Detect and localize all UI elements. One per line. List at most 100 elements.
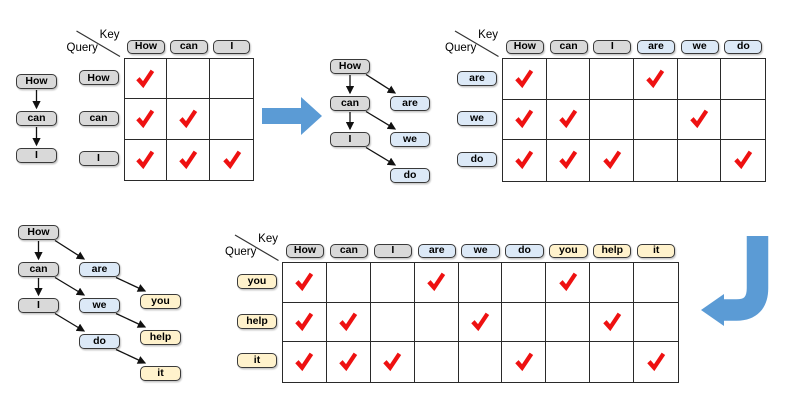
edge-arrow-can-we xyxy=(54,276,86,296)
token-label: How xyxy=(338,60,362,73)
token-label: are xyxy=(91,263,108,276)
token-label: are xyxy=(428,244,445,257)
grid-cell-you-you xyxy=(546,263,591,303)
key-token-do: do xyxy=(505,243,544,258)
grid-cell-you-I xyxy=(370,263,415,303)
token-label: can xyxy=(340,97,360,110)
attention-grid-2 xyxy=(502,58,767,182)
key-token-can: can xyxy=(170,39,208,54)
token-label: it xyxy=(652,244,660,257)
query-axis-label: Query xyxy=(445,42,477,54)
edge-arrow-do-it xyxy=(115,348,147,364)
token-label: How xyxy=(513,40,536,53)
checkmark-icon xyxy=(515,151,534,170)
attention-grid-3 xyxy=(282,262,680,383)
edge-arrow-are-you xyxy=(115,276,147,292)
key-token-are: are xyxy=(417,243,456,258)
key-token-I: I xyxy=(213,39,251,54)
token-label: I xyxy=(348,133,352,146)
grid-cell-help-help xyxy=(590,302,635,342)
key-token-we: we xyxy=(680,39,719,54)
checkmark-icon xyxy=(515,69,534,88)
grid-cell-it-do xyxy=(502,342,547,382)
grid-cell-do-can xyxy=(547,140,591,181)
token-label: you xyxy=(559,244,578,257)
token-label: we xyxy=(469,112,484,125)
grid-cell-are-I xyxy=(590,59,635,100)
grid-cell-do-do xyxy=(721,140,765,181)
token-label: do xyxy=(403,169,417,182)
token-label: help xyxy=(246,314,268,327)
checkmark-icon xyxy=(179,109,198,129)
token-box-help: help xyxy=(140,330,181,345)
token-label: are xyxy=(402,97,418,110)
edge-arrow-we-help xyxy=(115,312,147,328)
grid-cell-How-can xyxy=(167,59,211,100)
grid-cell-you-can xyxy=(326,263,371,303)
key-token-I: I xyxy=(373,243,412,258)
checkmark-icon xyxy=(690,110,709,129)
token-box-can: can xyxy=(330,96,370,111)
token-box-can: can xyxy=(16,111,57,126)
grid-cell-it-it xyxy=(634,342,678,382)
grid-cell-are-How xyxy=(503,59,547,100)
token-label: do xyxy=(470,153,484,166)
token-box-i: I xyxy=(18,298,59,313)
query-token-it: it xyxy=(237,353,277,369)
token-label: can xyxy=(29,263,48,276)
token-label: can xyxy=(339,244,358,257)
grid-cell-we-How xyxy=(503,99,547,141)
checkmark-icon xyxy=(515,110,534,129)
token-label: I xyxy=(610,40,614,53)
token-box-it: it xyxy=(140,366,181,381)
checkmark-icon xyxy=(515,352,534,371)
token-box-do: do xyxy=(390,168,430,183)
checkmark-icon xyxy=(559,151,578,170)
grid-cell-we-are xyxy=(634,99,678,141)
token-box-how: How xyxy=(330,59,370,74)
checkmark-icon xyxy=(647,352,666,371)
token-label: we xyxy=(402,133,417,146)
grid-cell-can-I xyxy=(210,99,254,140)
token-label: I xyxy=(97,152,100,165)
token-box-are: are xyxy=(390,96,430,111)
grid-cell-it-we xyxy=(459,342,503,382)
token-label: How xyxy=(27,226,50,239)
grid-cell-I-How xyxy=(125,139,168,180)
query-token-help: help xyxy=(237,313,277,329)
grid-cell-help-you xyxy=(546,302,591,342)
attention-grid-1 xyxy=(123,58,255,181)
checkmark-icon xyxy=(646,69,665,88)
token-label: can xyxy=(27,112,46,125)
checkmark-icon xyxy=(179,150,198,169)
key-token-help: help xyxy=(593,243,632,258)
grid-cell-How-How xyxy=(124,59,168,100)
token-label: help xyxy=(601,244,624,257)
token-label: we xyxy=(692,40,707,53)
grid-cell-help-can xyxy=(326,302,371,342)
checkmark-icon xyxy=(602,151,621,170)
grid-cell-it-you xyxy=(546,342,591,382)
axis-divider-line xyxy=(454,30,499,58)
token-label: can xyxy=(179,40,198,53)
checkmark-icon xyxy=(136,109,155,129)
token-box-how: How xyxy=(18,225,59,240)
token-label: can xyxy=(559,40,578,53)
query-token-we: we xyxy=(457,111,497,127)
token-label: are xyxy=(648,40,664,53)
token-box-i: I xyxy=(16,148,57,163)
grid-cell-you-we xyxy=(458,263,503,303)
grid-cell-it-can xyxy=(327,342,371,382)
checkmark-icon xyxy=(559,110,578,129)
grid-cell-are-we xyxy=(677,59,722,100)
grid-cell-help-are xyxy=(414,302,459,342)
query-token-How: How xyxy=(78,70,119,86)
token-label: you xyxy=(151,295,170,308)
token-box-do: do xyxy=(79,334,120,349)
query-token-can: can xyxy=(78,110,119,126)
token-box-you: you xyxy=(140,294,181,309)
grid-cell-help-I xyxy=(370,302,415,342)
checkmark-icon xyxy=(136,69,155,88)
token-label: we xyxy=(92,299,107,312)
